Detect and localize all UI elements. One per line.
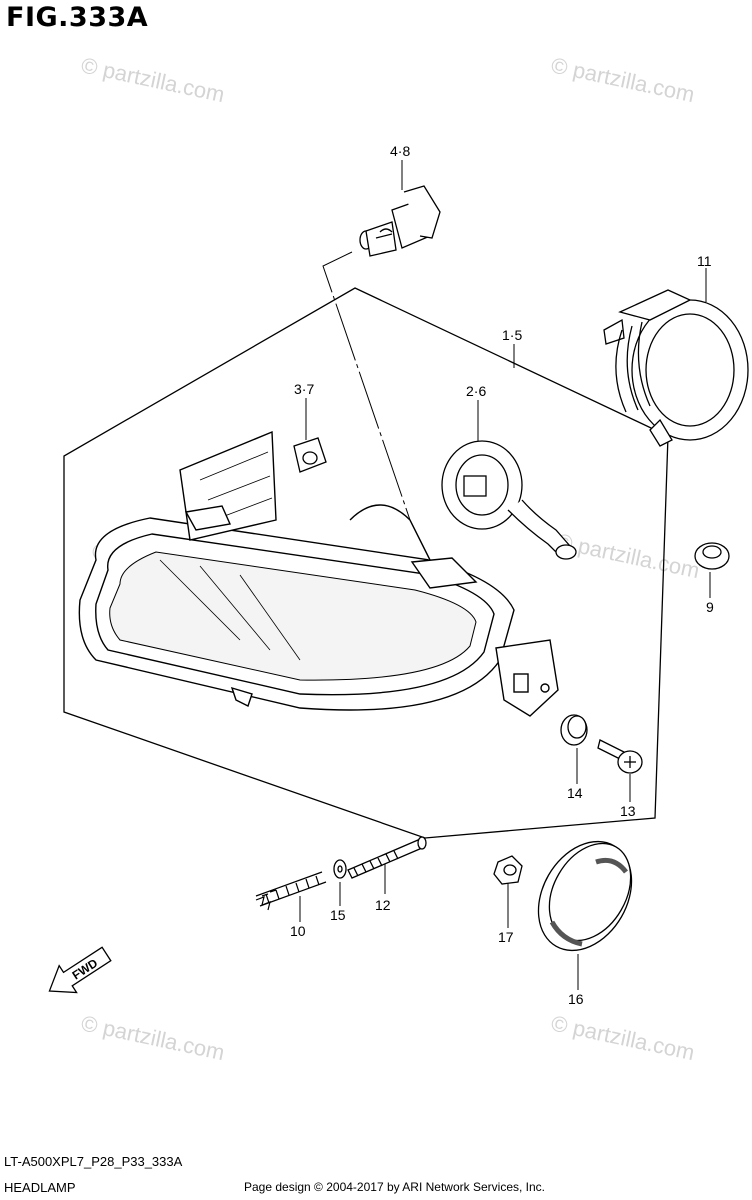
watermark: © partzilla.com	[79, 1010, 227, 1065]
watermark: © partzilla.com	[554, 528, 702, 583]
diagram-code: LT-A500XPL7_P28_P33_333A	[4, 1154, 183, 1169]
screw-part[interactable]	[597, 739, 643, 774]
nut-part[interactable]	[493, 855, 523, 885]
spring-part[interactable]	[255, 871, 327, 911]
watermark: © partzilla.com	[79, 52, 227, 107]
callout-label: 9	[706, 599, 714, 615]
callout-label: 10	[290, 923, 306, 939]
leader-lines	[299, 160, 711, 990]
headlamp-housing[interactable]	[78, 430, 559, 717]
retaining-ring-part[interactable]	[603, 289, 749, 447]
cushion-part[interactable]	[560, 714, 588, 746]
watermark: © partzilla.com	[549, 52, 697, 107]
callout-label: 14	[567, 785, 583, 801]
washer-part[interactable]	[333, 859, 347, 879]
grommet-part[interactable]	[694, 542, 730, 570]
watermark: © partzilla.com	[549, 1010, 697, 1065]
bolt-part[interactable]	[347, 836, 427, 879]
callout-label: 17	[498, 929, 514, 945]
callout-label: 12	[375, 897, 391, 913]
callout-label: 16	[568, 991, 584, 1007]
callout-label: 2·6	[466, 383, 486, 399]
figure-title: FIG.333A	[6, 2, 149, 33]
callout-label: 3·7	[294, 381, 314, 397]
clip-part[interactable]	[293, 437, 327, 473]
diagram-name: HEADLAMP	[4, 1180, 76, 1195]
callout-label: 11	[697, 253, 712, 269]
forward-direction-arrow: FWD	[48, 946, 112, 994]
callout-labels: 4·8 11 1·5 3·7 2·6 9 14 13 12 10 15 17 1…	[290, 143, 714, 1007]
callout-label: 1·5	[502, 327, 522, 343]
callout-label: 4·8	[390, 143, 410, 159]
callout-label: 15	[330, 907, 346, 923]
socket-part[interactable]	[441, 440, 577, 560]
bulb-part[interactable]	[359, 185, 441, 257]
page-credit: Page design © 2004-2017 by ARI Network S…	[244, 1180, 546, 1194]
reflector-part[interactable]	[520, 825, 651, 967]
callout-label: 13	[620, 803, 636, 819]
